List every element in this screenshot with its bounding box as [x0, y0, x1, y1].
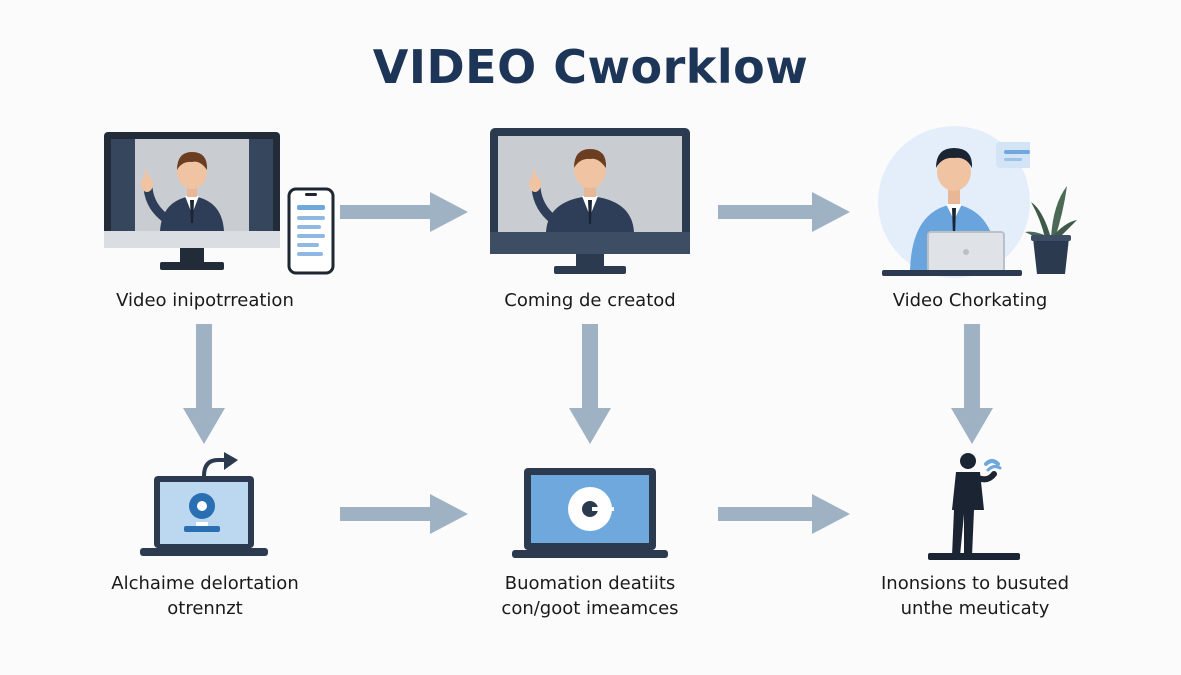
node-3-label: Video Chorkating: [892, 290, 1048, 311]
arrow-1-to-4: [183, 324, 225, 444]
arrow-5-to-6: [718, 494, 850, 534]
laptop-disc-icon: [140, 452, 268, 556]
laptop-disc-icon: [512, 468, 668, 558]
node-6-label-line-2: unthe meuticaty: [900, 598, 1050, 619]
arrow-3-to-6: [951, 324, 993, 444]
node-4-label-line-1: Alchaime delortation: [111, 573, 299, 594]
arrow-1-to-2: [340, 192, 468, 232]
plant-icon: [1025, 186, 1077, 274]
node-5-label-line-1: Buomation deatiits: [504, 573, 676, 594]
diagram-title: VIDEO Cworklow: [372, 40, 809, 94]
standing-person-icon: [928, 453, 1020, 560]
arrow-2-to-5: [569, 324, 611, 444]
monitor-presenter-icon: [490, 128, 690, 274]
monitor-presenter-icon: [104, 132, 280, 270]
node-4-label-line-2: otrennzt: [167, 598, 243, 619]
arrow-4-to-5: [340, 494, 468, 534]
arrow-2-to-3: [718, 192, 850, 232]
office-worker-icon: [878, 126, 1030, 278]
phone-list-icon: [287, 187, 335, 275]
node-5-label-line-2: con/goot imeamces: [501, 598, 679, 619]
node-6-label-line-1: Inonsions to busuted: [880, 573, 1069, 594]
node-1-label: Video inipotrreation: [116, 290, 294, 311]
node-2-label: Coming de creatod: [504, 290, 676, 311]
